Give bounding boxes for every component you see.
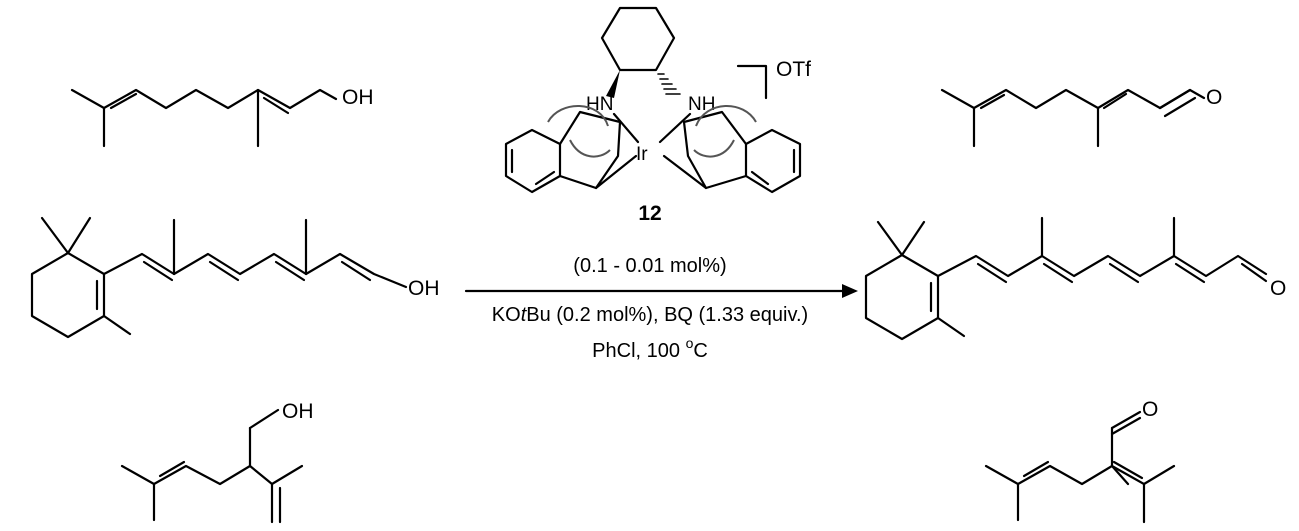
- amine-left-label: HN: [586, 94, 613, 115]
- geranial-carbonyl-label: O: [1206, 86, 1222, 109]
- catalyst-loading-label: (0.1 - 0.01 mol%): [573, 255, 726, 277]
- solvent-prefix: PhCl, 100: [592, 340, 685, 362]
- base-oxidant-label: KOtBu (0.2 mol%), BQ (1.33 equiv.): [492, 304, 808, 326]
- retinal-carbonyl-label: O: [1270, 277, 1286, 300]
- base-suffix: Bu (0.2 mol%), BQ (1.33 equiv.): [526, 304, 808, 326]
- iridium-catalyst-structure: HN NH Ir OTf 12: [504, 6, 811, 225]
- amine-right-label: NH: [688, 94, 715, 115]
- reaction-conditions: (0.1 - 0.01 mol%) KOtBu (0.2 mol%), BQ (…: [464, 255, 858, 362]
- geraniol-hydroxyl-label: OH: [342, 86, 374, 109]
- lavandulol-structure: OH: [120, 400, 314, 524]
- geranial-structure: O: [940, 86, 1222, 148]
- lavandulal-carbonyl-label: O: [1142, 398, 1158, 421]
- solvent-temperature-label: PhCl, 100 oC: [592, 335, 708, 362]
- retinal-structure: O: [864, 216, 1286, 341]
- lavandulal-structure: O: [984, 398, 1176, 524]
- retinol-hydroxyl-label: OH: [408, 277, 440, 300]
- retinol-structure: OH: [30, 216, 440, 339]
- base-italic: t: [521, 304, 528, 326]
- base-prefix: KO: [492, 304, 521, 326]
- catalyst-number-label: 12: [638, 202, 661, 225]
- lavandulol-hydroxyl-label: OH: [282, 400, 314, 423]
- temperature-unit: C: [693, 340, 707, 362]
- iridium-label: Ir: [636, 144, 648, 165]
- degree-superscript: o: [686, 335, 694, 351]
- geraniol-structure: OH: [70, 86, 374, 148]
- counterion-label: OTf: [776, 58, 811, 81]
- reaction-arrowhead: [842, 284, 858, 298]
